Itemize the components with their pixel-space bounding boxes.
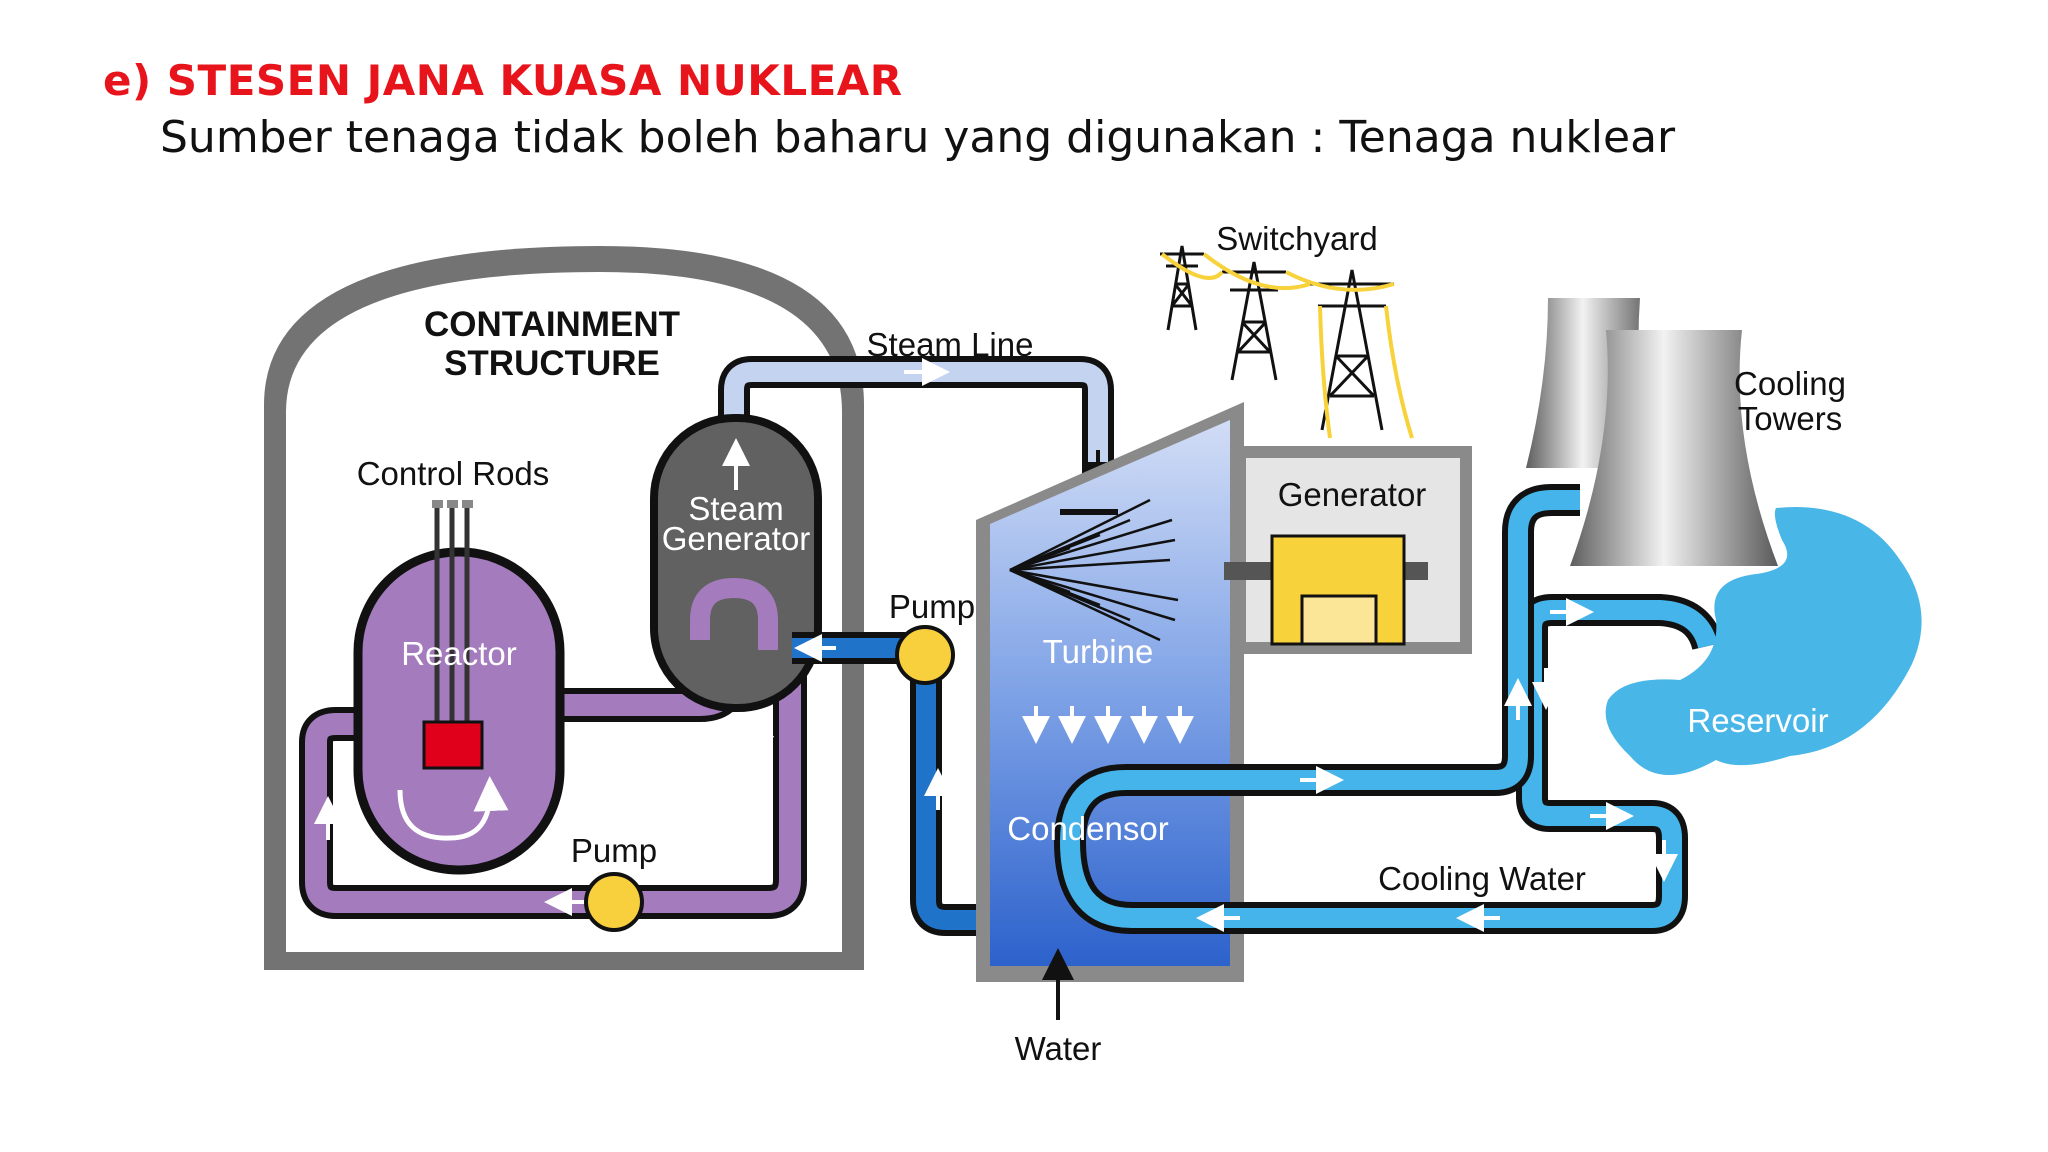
cooling-water-label: Cooling Water bbox=[1378, 860, 1586, 897]
slide-title: e) STESEN JANA KUASA NUKLEAR bbox=[103, 56, 903, 105]
reactor-label: Reactor bbox=[401, 635, 517, 672]
primary-pump-icon bbox=[584, 872, 644, 932]
control-rods-label: Control Rods bbox=[357, 455, 550, 492]
transmission-tower-icon bbox=[1160, 245, 1394, 431]
steam-line bbox=[718, 356, 1114, 494]
water-label: Water bbox=[1015, 1030, 1102, 1067]
reactor-vessel bbox=[353, 500, 565, 875]
cooling-water-loop bbox=[1054, 484, 1724, 934]
steam-line-label: Steam Line bbox=[867, 326, 1034, 363]
turbine-housing bbox=[976, 402, 1244, 982]
secondary-pump-icon bbox=[895, 625, 955, 685]
containment-label-line1: CONTAINMENT bbox=[424, 305, 680, 344]
reservoir-label: Reservoir bbox=[1687, 702, 1828, 739]
steam-generator-label-line2: Generator bbox=[662, 520, 811, 557]
steam-generator-label-line1: Steam bbox=[688, 490, 783, 527]
turbine-label: Turbine bbox=[1043, 633, 1154, 670]
cooling-towers-icon bbox=[1526, 298, 1778, 566]
generator-housing bbox=[1224, 446, 1472, 654]
reservoir-shape bbox=[1605, 507, 1922, 776]
containment-label-line2: STRUCTURE bbox=[444, 344, 660, 383]
condensor-label: Condensor bbox=[1007, 810, 1168, 847]
turbine-blades-icon bbox=[1009, 498, 1179, 642]
steam-generator bbox=[650, 414, 822, 712]
condensation-arrows-icon bbox=[1022, 706, 1194, 744]
secondary-pump-label: Pump bbox=[889, 588, 975, 625]
primary-pump-label: Pump bbox=[571, 832, 657, 869]
cooling-towers-label-line2: Towers bbox=[1738, 400, 1843, 437]
generator-label: Generator bbox=[1278, 476, 1427, 513]
cooling-towers-label-line1: Cooling bbox=[1734, 365, 1846, 402]
slide-subtitle: Sumber tenaga tidak boleh baharu yang di… bbox=[160, 112, 1676, 163]
power-lines bbox=[1160, 252, 1414, 439]
switchyard-label: Switchyard bbox=[1216, 220, 1377, 257]
